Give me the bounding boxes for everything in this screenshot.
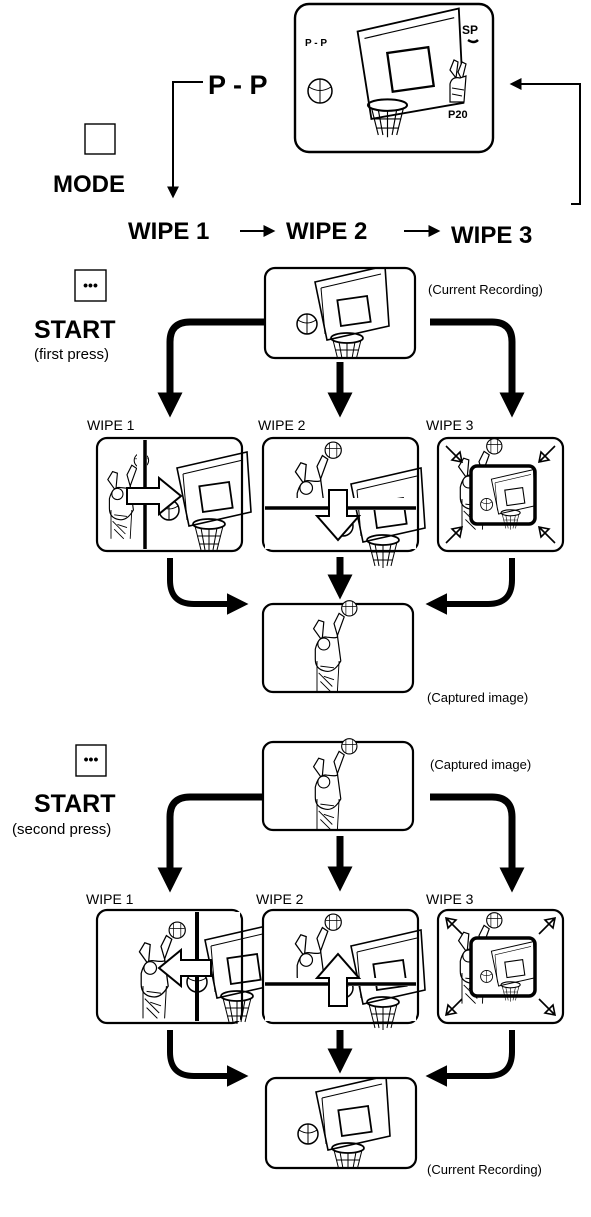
second-wipe2-box <box>261 908 426 1031</box>
first-start-label: START <box>34 316 115 344</box>
pp-screen: P - P SP P20 <box>293 2 495 154</box>
arrow-wipe3-to-first-result <box>425 558 515 615</box>
svg-text:•••: ••• <box>84 751 99 767</box>
mode-label: MODE <box>53 171 125 198</box>
mode-button-icon[interactable] <box>84 123 116 155</box>
arrow-wipe3-to-pp <box>509 78 581 205</box>
mode-wipe2-label: WIPE 2 <box>286 218 367 245</box>
screen-label-pp: P - P <box>305 38 327 49</box>
svg-text:•••: ••• <box>83 277 98 293</box>
second-wipe1-label: WIPE 1 <box>86 891 134 907</box>
second-source-caption: (Captured image) <box>430 757 531 772</box>
arrow-first-to-wipe3 <box>430 318 525 418</box>
second-source-screen <box>261 738 415 832</box>
start-button-icon[interactable] <box>74 269 107 302</box>
second-start-label: START <box>34 790 115 818</box>
pp-label: P - P <box>208 70 268 100</box>
first-wipe1-label: WIPE 1 <box>87 417 135 433</box>
second-wipe3-label: WIPE 3 <box>426 891 474 907</box>
first-press-label: (first press) <box>34 346 109 363</box>
first-wipe1-box <box>95 436 252 553</box>
first-source-caption: (Current Recording) <box>428 282 543 297</box>
first-wipe3-label: WIPE 3 <box>426 417 474 433</box>
screen-label-p20: P20 <box>448 109 468 121</box>
first-source-screen <box>263 266 417 360</box>
first-wipe2-box <box>261 436 426 569</box>
arrow-first-to-wipe1 <box>157 318 265 418</box>
second-wipe2-label: WIPE 2 <box>256 891 304 907</box>
first-wipe3-box <box>436 436 565 553</box>
second-result-screen <box>264 1076 418 1170</box>
second-result-caption: (Current Recording) <box>427 1162 542 1177</box>
screen-label-sp: SP <box>462 23 478 37</box>
arrow-second-to-wipe3 <box>430 793 525 893</box>
mode-wipe1-label: WIPE 1 <box>128 218 209 245</box>
first-wipe2-label: WIPE 2 <box>258 417 306 433</box>
second-wipe1-box <box>95 908 280 1025</box>
arrow-pp-to-wipe1 <box>167 81 203 199</box>
arrow-wipe1-to-first-result <box>167 558 249 615</box>
start-button-icon-second[interactable] <box>75 744 107 777</box>
second-press-label: (second press) <box>12 821 111 838</box>
first-result-screen <box>261 600 415 694</box>
arrow-wipe3-to-second-result <box>425 1030 515 1087</box>
arrow-second-to-wipe1 <box>157 793 263 893</box>
first-result-caption: (Captured image) <box>427 690 528 705</box>
second-wipe3-box <box>436 908 565 1025</box>
arrow-wipe1-to-second-result <box>167 1030 249 1087</box>
mode-wipe3-label: WIPE 3 <box>451 222 532 249</box>
